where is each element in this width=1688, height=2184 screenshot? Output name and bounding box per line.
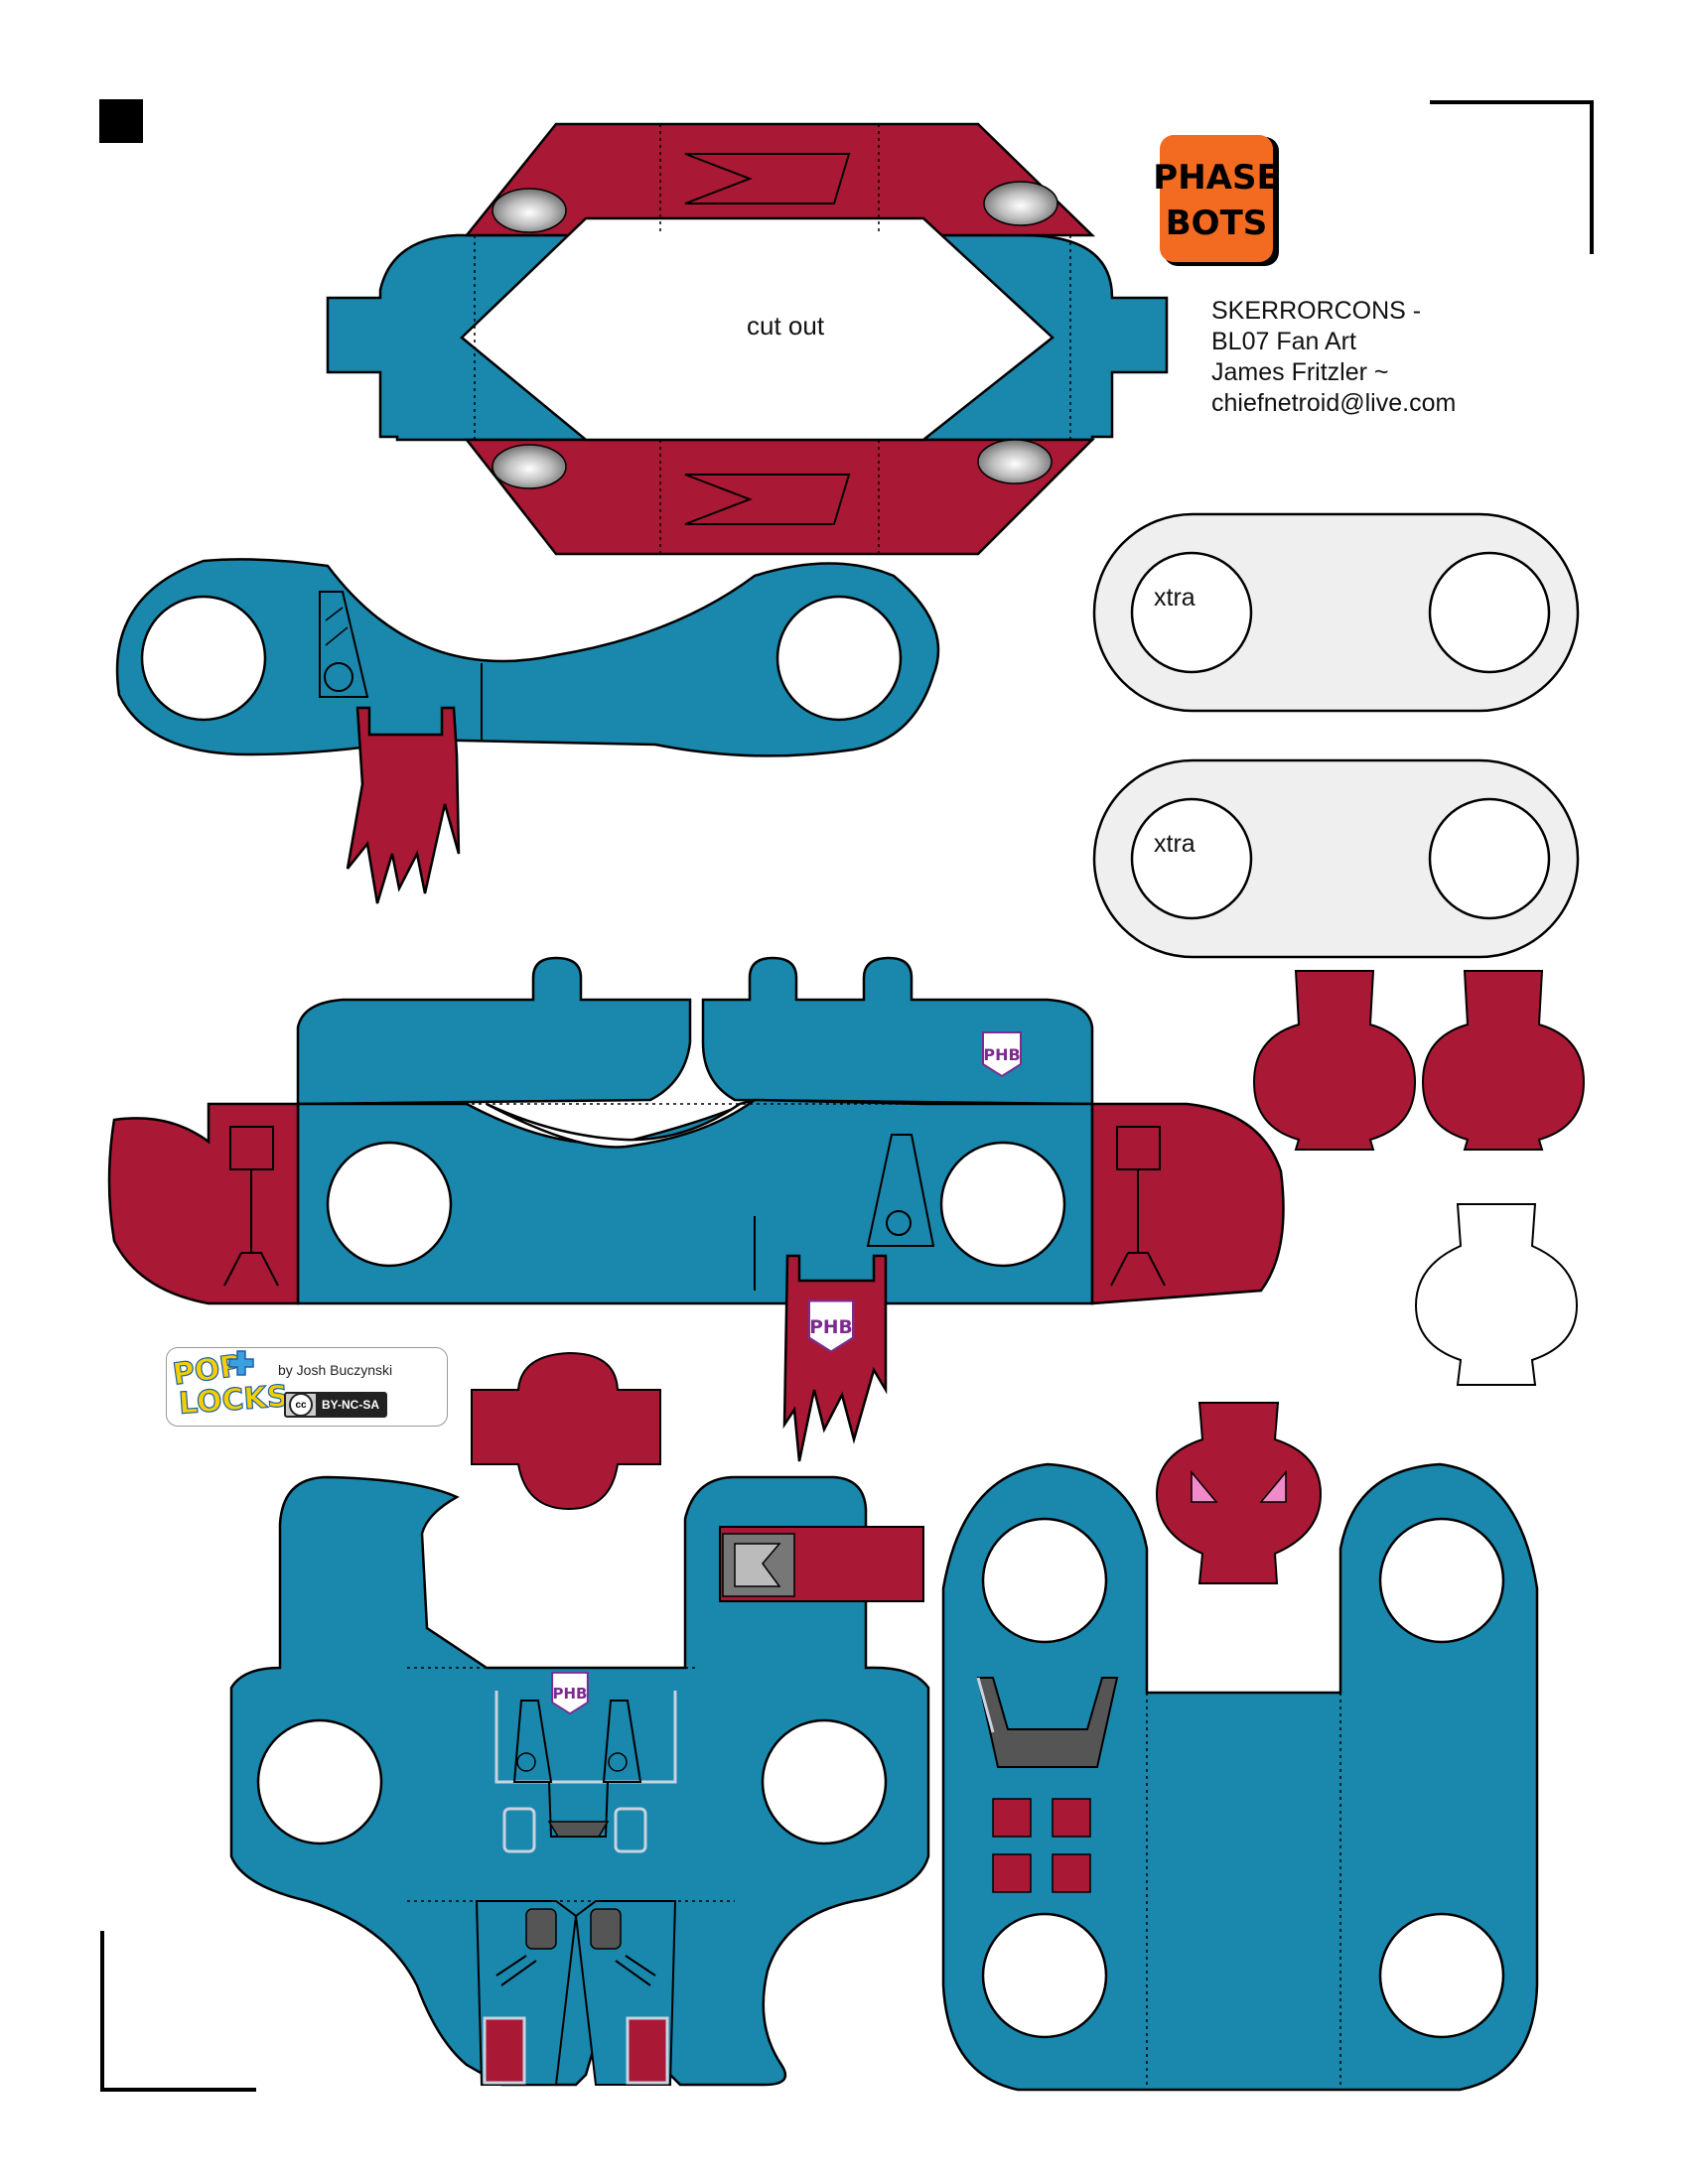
xtra-panel-2 (1092, 758, 1580, 959)
bolt-icon (983, 181, 1058, 226)
credits-subtitle: BL07 Fan Art (1211, 328, 1356, 355)
credits-author: James Fritzler ~ (1211, 358, 1389, 386)
registration-square (99, 99, 143, 143)
peg-hole (939, 1141, 1066, 1268)
credits-email: chiefnetroid@live.com (1211, 389, 1457, 417)
poplocks-credit: POP LOCKS by Josh Buczynski cc BY-NC-SA (166, 1347, 448, 1427)
cc-icon: cc (289, 1393, 313, 1417)
xtra-label: xtra (1154, 830, 1196, 858)
phasebots-logo: PHASE BOTS (1153, 135, 1280, 266)
cc-license-badge: cc BY-NC-SA (284, 1392, 388, 1418)
phb-badge-icon: PHB (551, 1671, 589, 1715)
clip-piece-outline (1414, 1203, 1579, 1386)
head-clip-piece (471, 1351, 661, 1511)
phb-badge-icon: PHB (807, 1299, 855, 1354)
peg-hole (981, 1517, 1108, 1644)
arm-bar-piece (115, 558, 940, 904)
phb-badge-icon: PHB (982, 1031, 1022, 1078)
poplocks-author: by Josh Buczynski (278, 1362, 393, 1378)
peg-hole (775, 595, 903, 722)
plus-icon (228, 1350, 254, 1376)
shoulder-tab-piece (719, 1526, 924, 1602)
crop-mark-top-right (1430, 100, 1594, 254)
peg-hole (256, 1718, 383, 1845)
credits-title: SKERRORCONS - (1211, 297, 1422, 325)
svg-text:PHB: PHB (809, 1317, 853, 1338)
frame-piece (326, 122, 1169, 556)
peg-hole (140, 595, 267, 722)
body-band-piece (107, 956, 1285, 1462)
svg-text:PHASE: PHASE (1153, 158, 1279, 198)
svg-text:PHB: PHB (553, 1685, 588, 1703)
backpack-piece (941, 1462, 1539, 2092)
head-face-piece (1155, 1402, 1323, 1584)
bolt-icon (492, 444, 567, 489)
svg-text:PHB: PHB (983, 1045, 1020, 1064)
bolt-icon (492, 188, 567, 233)
cut-out-label: cut out (747, 311, 825, 341)
clip-piece-1 (1252, 970, 1417, 1151)
peg-hole (981, 1912, 1108, 2039)
peg-hole (1378, 1517, 1505, 1644)
peg-hole (761, 1718, 888, 1845)
clip-piece-2 (1421, 970, 1586, 1151)
xtra-panel-1 (1092, 512, 1580, 713)
peg-hole (1378, 1912, 1505, 2039)
bolt-icon (977, 439, 1053, 484)
torso-legs-piece (229, 1475, 930, 2087)
poplocks-logo-locks: LOCKS (177, 1379, 290, 1423)
svg-text:BOTS: BOTS (1166, 204, 1268, 243)
credits-block: SKERRORCONS - BL07 Fan Art James Fritzle… (1211, 296, 1456, 419)
cc-license-text: BY-NC-SA (316, 1394, 386, 1416)
xtra-label: xtra (1154, 584, 1196, 612)
crop-mark-bottom-left (100, 1931, 256, 2092)
peg-hole (326, 1141, 453, 1268)
